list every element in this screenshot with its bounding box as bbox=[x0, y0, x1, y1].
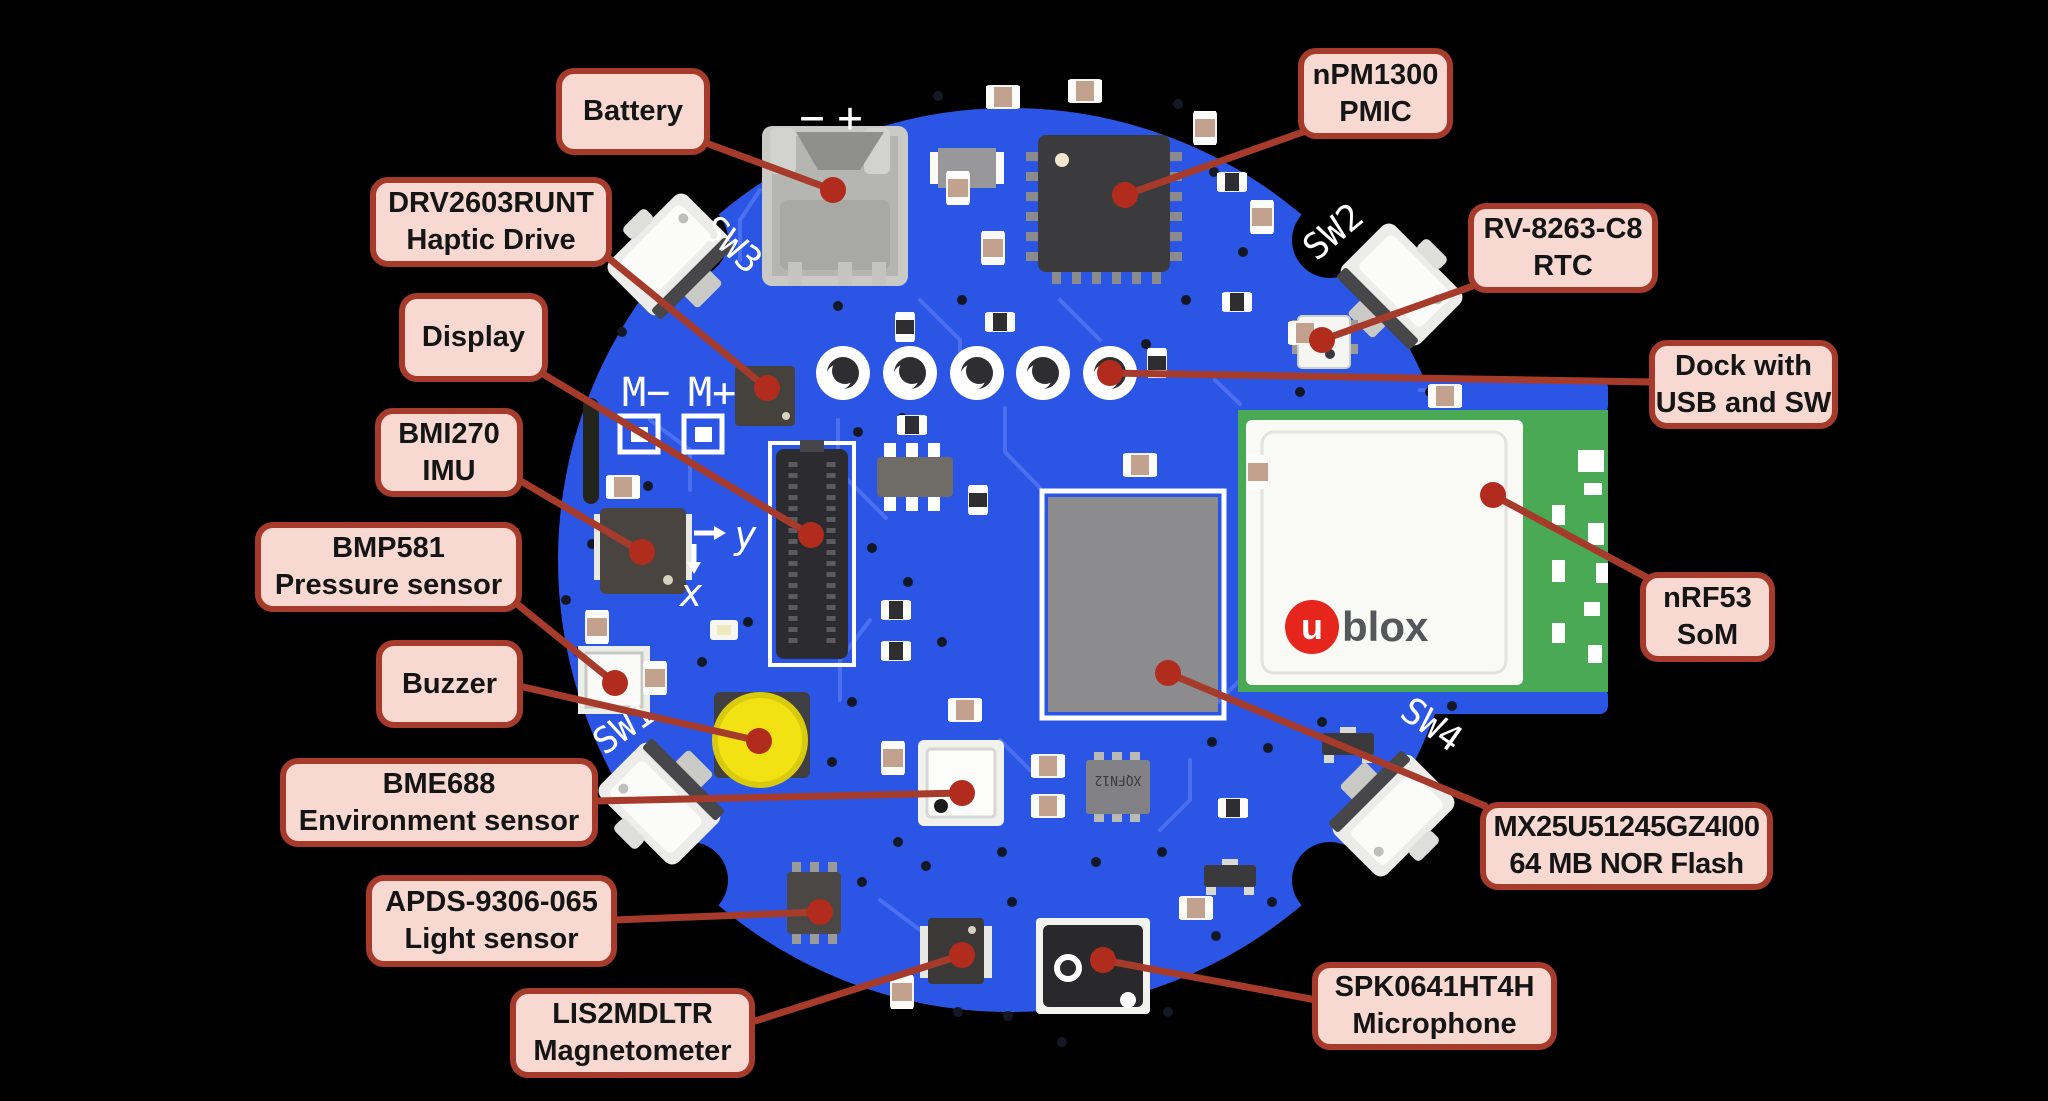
leader-anchor-dots bbox=[602, 177, 1506, 973]
callout-imu-text: BMI270 bbox=[398, 417, 500, 450]
callout-dock-text: Dock with bbox=[1675, 349, 1812, 382]
castellation-pads bbox=[1552, 450, 1608, 663]
ublox-logo-text: blox bbox=[1342, 603, 1429, 650]
display-connector bbox=[768, 440, 856, 667]
axis-y-label: y bbox=[733, 513, 757, 557]
board-slot bbox=[583, 398, 599, 504]
callout-buzzer: Buzzer bbox=[376, 640, 523, 728]
callout-flash: MX25U51245GZ4I00 64 MB NOR Flash bbox=[1480, 802, 1773, 890]
axis-x-label: x bbox=[678, 571, 703, 615]
callout-light-text: APDS-9306-065 bbox=[385, 886, 598, 918]
callout-flash-text: MX25U51245GZ4I00 bbox=[1493, 811, 1760, 843]
pmic-chip bbox=[1026, 135, 1182, 284]
callout-battery-text: Battery bbox=[583, 95, 683, 127]
battery-plus-mark: + bbox=[837, 93, 862, 142]
callout-som: nRF53 SoM bbox=[1640, 572, 1775, 662]
led-component bbox=[710, 620, 738, 640]
callout-environment-text: BME688 bbox=[382, 767, 496, 800]
callout-pmic: nPM1300 PMIC bbox=[1298, 48, 1453, 139]
callout-pressure-text: BMP581 bbox=[332, 532, 445, 564]
ublox-logo-u: u bbox=[1301, 606, 1323, 647]
callout-haptic: DRV2603RUNT Haptic Drive bbox=[370, 177, 612, 267]
nor-flash-chip bbox=[1039, 488, 1227, 721]
m-minus-mark: M− bbox=[622, 370, 670, 416]
callout-dock: Dock with USB and SW bbox=[1649, 340, 1838, 429]
leader-lines bbox=[513, 128, 1656, 1026]
callout-display-text: Display bbox=[421, 321, 526, 353]
callout-imu: BMI270 IMU bbox=[375, 408, 523, 497]
callout-pmic-text: nPM1300 bbox=[1312, 58, 1439, 91]
callout-environment: BME688 Environment sensor bbox=[280, 758, 598, 847]
callout-battery: Battery bbox=[556, 68, 710, 155]
callout-rtc-text: RV-8263-C8 bbox=[1483, 213, 1643, 245]
ublox-logo: u blox bbox=[1285, 600, 1429, 654]
callout-magnetometer: LIS2MDLTR Magnetometer bbox=[510, 988, 755, 1078]
xqfn12-chip: XQFN12 bbox=[1086, 752, 1150, 822]
xqfn12-label: XQFN12 bbox=[1095, 772, 1142, 787]
axis-marker bbox=[687, 526, 726, 574]
callout-microphone: SPK0641HT4H Microphone bbox=[1312, 962, 1557, 1050]
callout-display: Display bbox=[399, 293, 548, 382]
callout-magnetometer-text: LIS2MDLTR bbox=[552, 998, 713, 1030]
m-plus-mark: M+ bbox=[688, 370, 736, 416]
pressure-sensor-chip bbox=[578, 646, 650, 714]
battery-minus-mark: − bbox=[799, 93, 824, 142]
callout-som-text: nRF53 bbox=[1663, 582, 1752, 614]
callout-light: APDS-9306-065 Light sensor bbox=[366, 875, 617, 967]
battery-connector bbox=[762, 126, 908, 286]
dock-module: u blox bbox=[1238, 410, 1608, 692]
callout-buzzer-text: Buzzer bbox=[401, 667, 498, 700]
callout-rtc: RV-8263-C8 RTC bbox=[1468, 203, 1658, 293]
callout-haptic-text: DRV2603RUNT bbox=[388, 187, 594, 219]
callout-pressure: BMP581 Pressure sensor bbox=[255, 522, 522, 612]
callout-microphone-text: SPK0641HT4H bbox=[1334, 971, 1535, 1003]
